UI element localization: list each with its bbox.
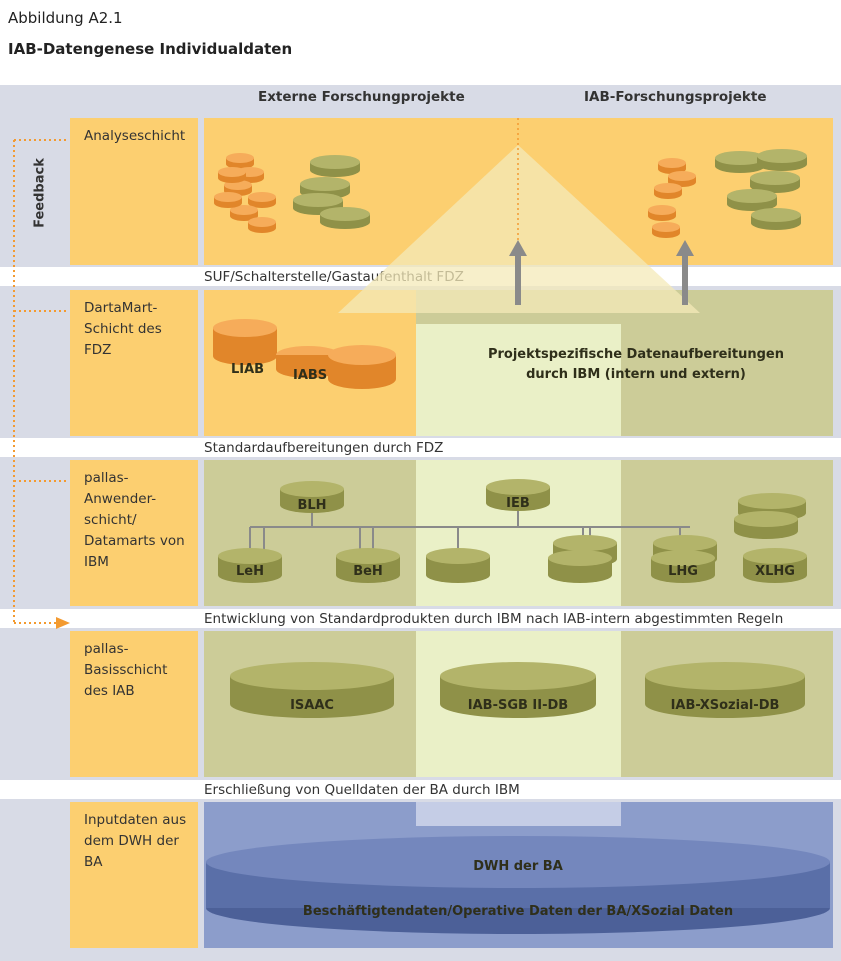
db-label-isaac: ISAAC [290,698,334,713]
db-label-lhg: LHG [668,564,698,579]
pallas-base-disks [230,662,805,718]
feedback-lines [13,139,66,624]
row-label-pallas-user: pallas-Anwender-schicht/ Datamarts von I… [70,460,198,606]
band-ba-source-text: Erschließung von Quelldaten der BA durch… [204,782,520,798]
db-label-iabs: IABS [293,368,327,383]
pallas-user-right-block [621,460,833,606]
db-label-beh: BeH [353,564,383,579]
feedback-arrowhead [56,617,70,629]
analysis-coins-right [648,149,807,238]
band-ba-source [0,780,841,799]
db-label-liab: LIAB [231,362,264,377]
band-standard-fdz [0,438,841,457]
input-dwh-disk [206,836,830,934]
db-label-xsozial: IAB-XSozial-DB [671,698,780,713]
figure-title: IAB-Datengenese Individualdaten [8,40,293,58]
row-label-pallas-base: pallas-Basisschicht des IAB [70,631,198,777]
row-label-datamart: DartaMart-Schicht des FDZ [70,290,198,436]
db-label-blh: BLH [297,498,326,513]
band-ibm-standard-text: Entwicklung von Standardprodukten durch … [204,611,784,627]
band-ibm-standard [0,609,841,628]
db-label-leh: LeH [236,564,264,579]
db-label-sgb2: IAB-SGB II-DB [468,698,568,713]
db-label-xlhg: XLHG [755,564,795,579]
dwh-top-label: DWH der BA [473,859,563,874]
band-standard-fdz-text: Standardaufbereitungen durch FDZ [204,440,444,456]
row-label-input: Inputdaten aus dem DWH der BA [70,802,198,948]
column-heading-external: Externe Forschungprojekte [258,89,465,105]
row-label-analysis: Analyseschicht [70,118,198,265]
analysis-triangle [338,145,700,313]
pallas-user-disks [218,479,807,583]
up-arrow-right [676,240,694,305]
dwh-bottom-label: Beschäftigtendaten/Operative Daten der B… [303,904,733,919]
up-arrow-left [509,240,527,305]
db-label-ieb: IEB [506,496,530,511]
datamart-project-text-2: durch IBM (intern und extern) [526,367,746,382]
figure-label: Abbildung A2.1 [8,9,123,27]
datamart-project-text-1: Projektspezifische Datenaufbereitungen [488,347,784,362]
column-heading-internal: IAB-Forschungsprojekte [584,89,767,105]
analysis-coins-left [214,153,370,233]
input-light-notch [416,802,621,826]
datamart-disks [213,319,396,389]
